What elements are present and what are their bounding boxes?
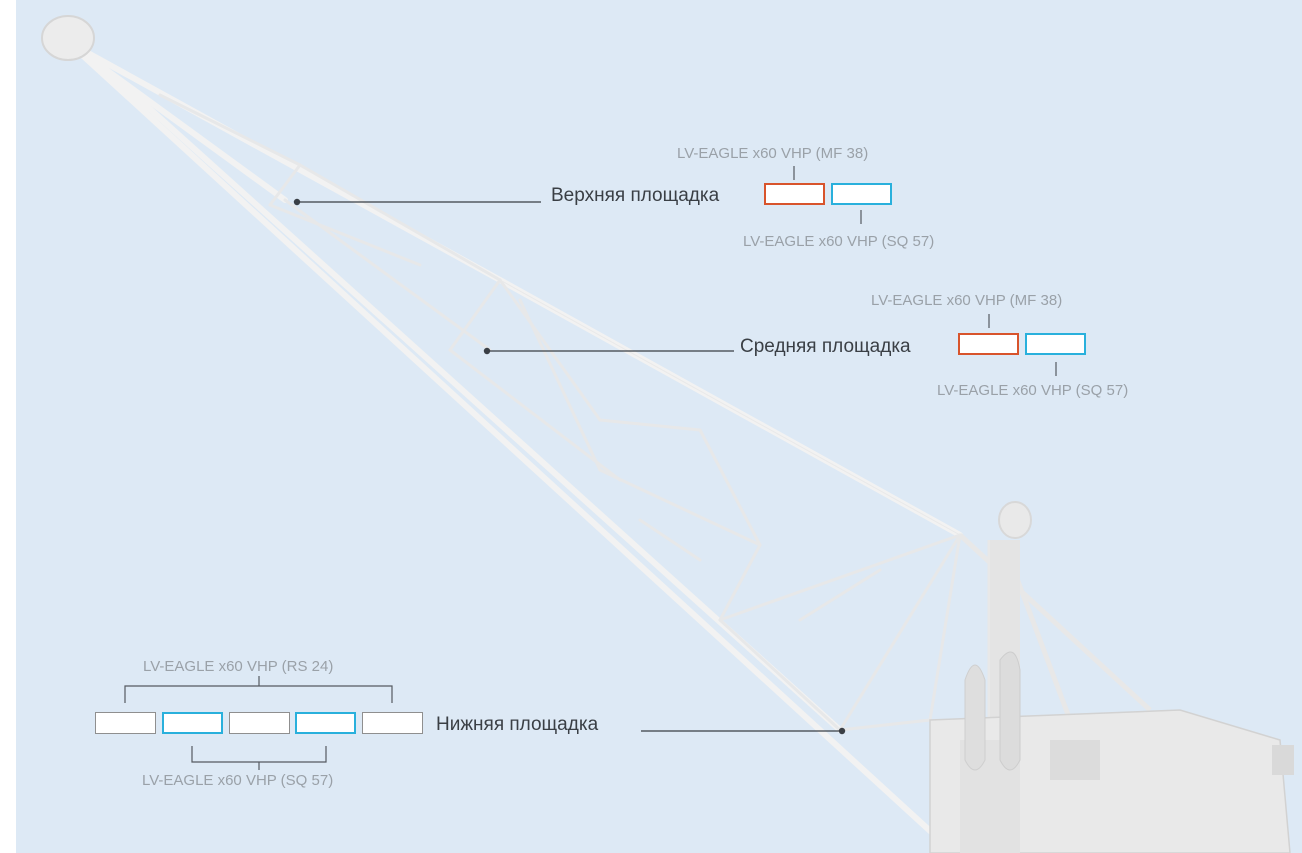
lower-model-top-label: LV-EAGLE x60 VHP (RS 24): [143, 658, 334, 675]
middle-zone-label: Средняя площадка: [740, 336, 911, 357]
upper-mf38-unit: [764, 183, 825, 205]
lower-model-bottom-label: LV-EAGLE x60 VHP (SQ 57): [142, 772, 334, 789]
middle-model-top-label: LV-EAGLE x60 VHP (MF 38): [871, 292, 1063, 309]
lower-zone-label: Нижняя площадка: [436, 714, 599, 735]
lower-sq57-unit-2: [295, 712, 356, 734]
upper-point: [293, 198, 301, 206]
middle-model-bottom-label: LV-EAGLE x60 VHP (SQ 57): [937, 382, 1129, 399]
leader-lines: [297, 201, 842, 732]
crane-illustration: [16, 0, 1302, 853]
upper-model-top-label: LV-EAGLE x60 VHP (MF 38): [677, 145, 869, 162]
upper-model-bottom-label: LV-EAGLE x60 VHP (SQ 57): [743, 233, 935, 250]
lower-rs24-unit-2: [229, 712, 290, 734]
upper-zone-label: Верхняя площадка: [551, 185, 720, 206]
lower-rs24-unit-3: [362, 712, 423, 734]
middle-mf38-unit: [958, 333, 1019, 355]
upper-sq57-unit: [831, 183, 892, 205]
lower-rs24-unit-1: [95, 712, 156, 734]
lower-point: [838, 727, 846, 735]
crane-machinery-house: [929, 651, 1294, 853]
bracket-lines: [124, 166, 1057, 770]
lower-sq57-unit-1: [162, 712, 223, 734]
boom-tip-pulley: [41, 15, 95, 61]
middle-sq57-unit: [1025, 333, 1086, 355]
middle-point: [483, 347, 491, 355]
